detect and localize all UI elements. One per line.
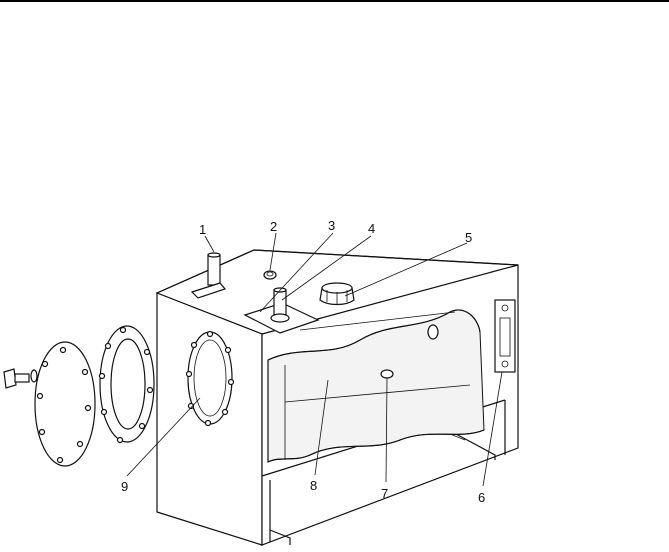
callout-2: 2 <box>270 219 277 234</box>
callout-3: 3 <box>328 218 335 233</box>
callout-4: 4 <box>368 221 375 236</box>
item-2-cap <box>264 271 276 279</box>
callout-1: 1 <box>199 222 206 237</box>
item-5-filler-cap <box>320 283 354 305</box>
gasket-ring <box>100 326 155 443</box>
item-6-level-gauge <box>495 300 515 372</box>
callout-5: 5 <box>465 230 472 245</box>
callout-6: 6 <box>478 490 485 505</box>
callout-8: 8 <box>310 478 317 493</box>
cover-plate <box>35 342 95 466</box>
callout-7: 7 <box>381 486 388 501</box>
callout-9: 9 <box>121 479 128 494</box>
bolt-and-washer <box>4 369 37 388</box>
